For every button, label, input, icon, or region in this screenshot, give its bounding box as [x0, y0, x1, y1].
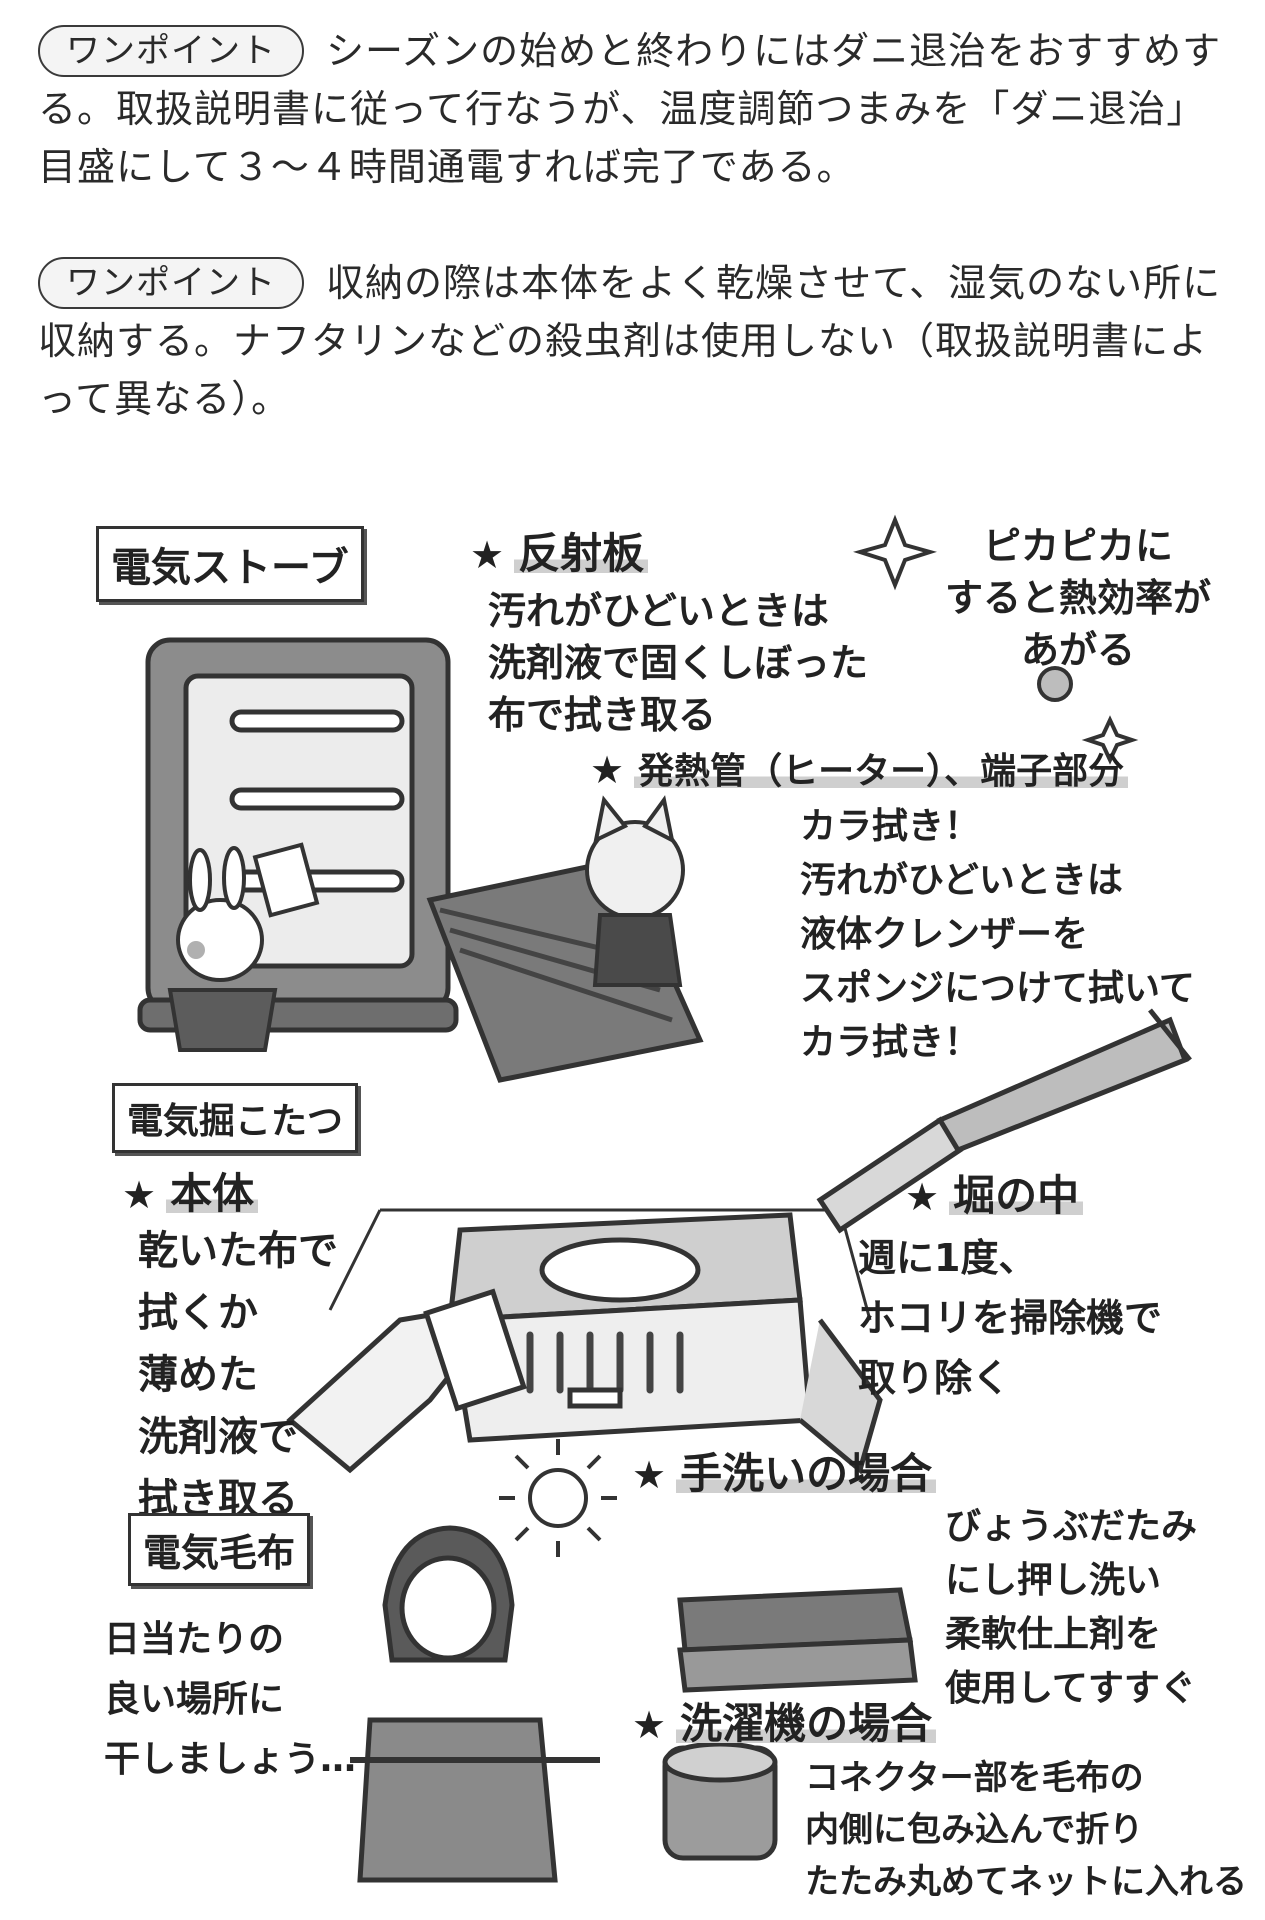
- kotatsu-inside-heading-text: 堀の中: [949, 1171, 1084, 1220]
- handwash-heading-text: 手洗いの場合: [676, 1449, 937, 1498]
- star-icon: ★: [590, 748, 625, 792]
- machine-note: コネクター部を毛布の 内側に包み込んで折り たたみ丸めてネットに入れる: [805, 1758, 1247, 1902]
- one-point-badge: ワンポイント: [38, 257, 304, 309]
- machine-heading-text: 洗濯機の場合: [676, 1699, 937, 1748]
- kotatsu-body-note: 乾いた布で 拭くか 薄めた 洗剤液で 拭き取る: [138, 1228, 338, 1522]
- star-icon: ★: [470, 533, 505, 577]
- folded-blanket-drawing: [677, 1587, 918, 1693]
- rolled-blanket-drawing: [662, 1741, 778, 1861]
- heater-heading: ★発熱管（ヒーター）、端子部分: [590, 742, 1129, 794]
- machine-heading: ★洗濯機の場合: [632, 1690, 937, 1751]
- reflector-note: 汚れがひどいときは 洗剤液で固くしぼった 布で拭き取る: [488, 589, 869, 737]
- kotatsu-inside-heading: ★堀の中: [905, 1162, 1084, 1223]
- electric-stove-drawing: [137, 637, 704, 1083]
- cat-drawing: [585, 795, 685, 987]
- sparkle-drawing: [853, 514, 1139, 765]
- stove-label: 電気ストーブ: [96, 526, 364, 602]
- star-icon: ★: [632, 1703, 667, 1747]
- kotatsu-body-heading-text: 本体: [166, 1169, 259, 1218]
- tip-text: シーズンの始めと終わりにはダニ退治をおすすめする。取扱説明書に従って行なうが、温…: [38, 29, 1222, 189]
- tips-section: ワンポイントシーズンの始めと終わりにはダニ退治をおすすめする。取扱説明書に従って…: [38, 22, 1238, 428]
- star-icon: ★: [632, 1453, 667, 1497]
- reflector-heading-text: 反射板: [514, 529, 649, 578]
- handwash-note: びょうぶだたみ にし押し洗い 柔軟仕上剤を 使用してすすぐ: [945, 1506, 1198, 1709]
- glove-hand-drawing: [286, 1288, 527, 1474]
- sun-drawing: [499, 1439, 617, 1557]
- one-point-badge: ワンポイント: [38, 25, 304, 77]
- reflector-heading: ★反射板: [470, 520, 649, 581]
- star-icon: ★: [905, 1175, 940, 1219]
- handwash-heading: ★手洗いの場合: [632, 1440, 937, 1501]
- tip-text: 収納の際は本体をよく乾燥させて、湿気のない所に収納する。ナフタリンなどの殺虫剤は…: [38, 261, 1222, 421]
- sun-drying-note: 日当たりの 良い場所に 干しましょう…: [104, 1619, 357, 1780]
- person-drawing: [350, 1525, 600, 1883]
- tip-paragraph: ワンポイントシーズンの始めと終わりにはダニ退治をおすすめする。取扱説明書に従って…: [38, 22, 1238, 196]
- star-icon: ★: [122, 1173, 157, 1217]
- rabbit-drawing: [167, 842, 320, 1052]
- tip-paragraph: ワンポイント収納の際は本体をよく乾燥させて、湿気のない所に収納する。ナフタリンな…: [38, 254, 1238, 428]
- blanket-label: 電気毛布: [128, 1513, 311, 1586]
- heater-note: カラ拭き！ 汚れがひどいときは 液体クレンザーを スポンジにつけて拭いて カラ拭…: [800, 806, 1195, 1063]
- heater-heading-text: 発熱管（ヒーター）、端子部分: [634, 751, 1129, 792]
- kotatsu-label: 電気掘こたつ: [112, 1083, 359, 1153]
- sparkle-note: ピカピカに すると熱効率が あがる: [945, 524, 1212, 672]
- vacuum-hose-drawing: [816, 1008, 1192, 1234]
- kotatsu-body-heading: ★本体: [122, 1160, 259, 1221]
- kotatsu-inside-note: 週に1度、 ホコリを掃除機で 取り除く: [858, 1236, 1163, 1400]
